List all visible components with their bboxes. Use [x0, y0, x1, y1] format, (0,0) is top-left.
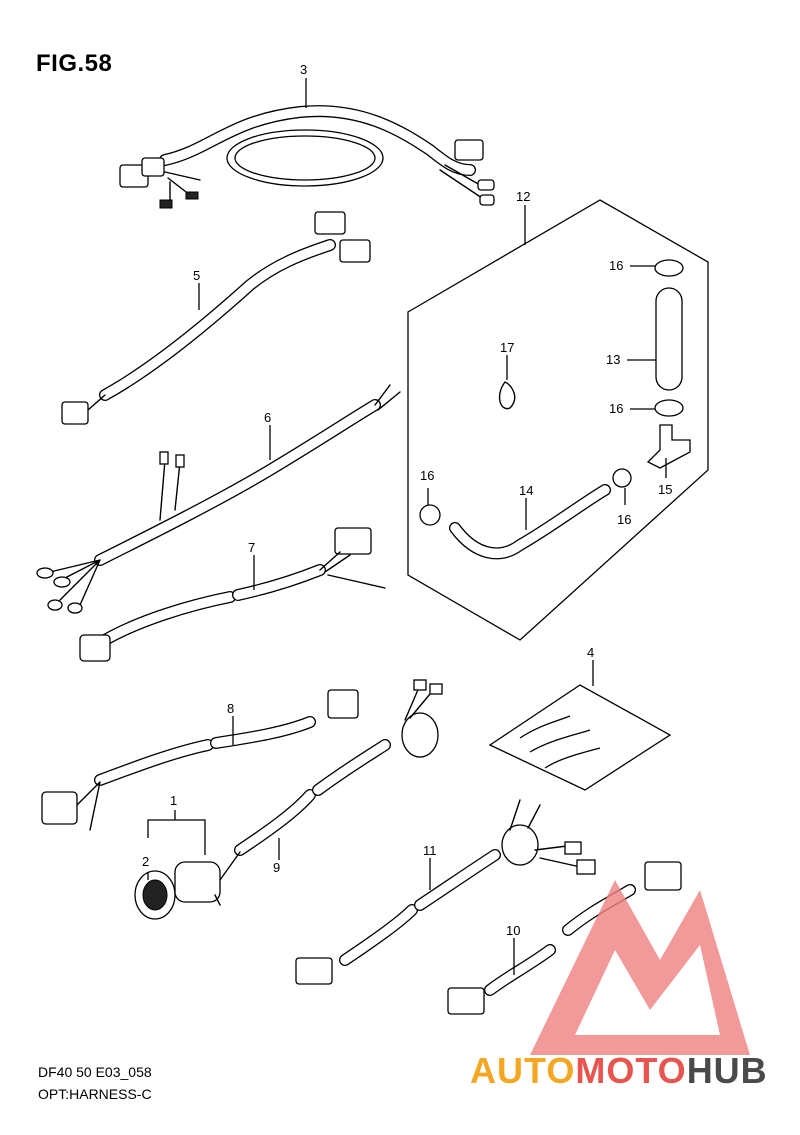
- callout-17: 17: [500, 340, 514, 355]
- bag-4: [488, 684, 672, 791]
- callout-9: 9: [273, 860, 280, 875]
- callout-4: 4: [587, 645, 594, 660]
- callout-12: 12: [516, 189, 530, 204]
- caption-title: OPT:HARNESS-C: [38, 1086, 152, 1102]
- callout-7: 7: [248, 540, 255, 555]
- callout-1: 1: [170, 793, 177, 808]
- watermark-logo: [530, 880, 750, 1055]
- callout-5: 5: [193, 268, 200, 283]
- callout-10: 10: [506, 923, 520, 938]
- harness-8: [41, 689, 359, 831]
- callout-16a: 16: [609, 258, 623, 273]
- kit-12: [407, 199, 709, 641]
- harness-7: [79, 527, 386, 662]
- callout-13: 13: [606, 352, 620, 367]
- caption-code: DF40 50 E03_058: [38, 1064, 152, 1080]
- harness-9: [234, 679, 443, 856]
- callout-11: 11: [423, 843, 437, 858]
- callout-15: 15: [658, 482, 672, 497]
- harness-10: [447, 861, 682, 1015]
- watermark-text: AUTOMOTOHUB: [470, 1050, 768, 1091]
- callout-6: 6: [264, 410, 271, 425]
- bracket-1: [147, 819, 206, 855]
- callout-8: 8: [227, 701, 234, 716]
- harness-5: [61, 211, 371, 425]
- callout-2: 2: [142, 854, 149, 869]
- callout-16c: 16: [420, 468, 434, 483]
- callout-16d: 16: [617, 512, 631, 527]
- socket-1-2: [134, 851, 241, 920]
- callout-14: 14: [519, 483, 533, 498]
- harness-11: [295, 799, 596, 985]
- harness-6: [36, 384, 401, 614]
- callout-16b: 16: [609, 401, 623, 416]
- harness-3: [119, 105, 495, 209]
- callout-3: 3: [300, 62, 307, 77]
- figure-title: FIG.58: [36, 50, 113, 77]
